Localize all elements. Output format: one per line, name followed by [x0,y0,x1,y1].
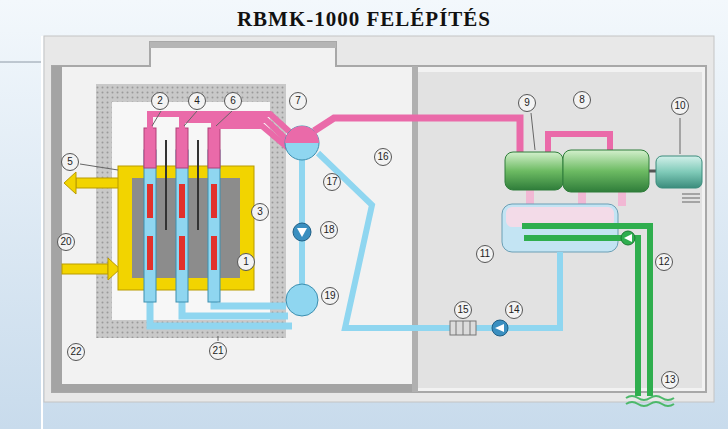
inlet-pipe [150,300,292,326]
callout-number: 11 [476,245,494,263]
callout-number: 17 [323,173,341,191]
inlet-pipe [182,300,288,316]
callout-number: 3 [251,203,269,221]
circulation-pump [293,223,311,241]
slide-rule [0,62,42,63]
callout-number: 8 [573,91,591,109]
pump-arrow [495,324,504,332]
building-wall [52,384,416,392]
cooling-water-pipe [522,226,650,396]
leader-line [216,111,232,126]
output-wire [682,194,700,195]
output-wire [682,202,700,203]
channel-steam [144,128,156,168]
callout-number: 1 [237,253,255,271]
callout-number: 12 [655,253,673,271]
leader-line [184,111,197,126]
reactor-cavity [112,102,270,320]
main-steam-line [314,118,520,152]
cooling-water-source [626,402,674,406]
turbine-exhaust [526,188,534,206]
callout-number: 7 [289,92,307,110]
callout-number: 5 [61,153,79,171]
slide-rule [41,36,43,429]
callout-number: 10 [671,97,689,115]
hp-turbine [505,152,563,190]
leader-line [531,113,535,150]
water-shield-pipe [76,178,120,188]
fuel-element [179,184,185,218]
feedwater-heater [450,321,476,335]
fuel-element [179,236,185,270]
callout-number: 14 [505,301,523,319]
callout-number: 15 [454,301,472,319]
steam-water-pipe [214,126,288,148]
cooling-pump [621,231,635,245]
lp-turbine [563,150,649,192]
leader-line [680,118,681,154]
callout-number: 4 [188,92,206,110]
flow-arrow [64,172,76,194]
fuel-element [147,236,153,270]
shaft [649,170,656,173]
pressure-header [286,284,318,316]
fuel-element [211,184,217,218]
steam-separator-drum [285,126,319,160]
leader-line [218,336,219,341]
water-shield-pipe [62,264,108,274]
inlet-pipe [214,300,286,306]
crossover-pipe [548,134,610,152]
callout-number: 6 [224,92,242,110]
cooling-water-pipe [524,238,638,396]
generator [656,156,702,188]
heater-stripe [463,321,464,335]
channel-tube [176,150,188,302]
control-rod [197,140,199,230]
channel-tube [144,150,156,302]
building-outline [52,42,706,392]
building-wall [52,66,62,392]
fuel-element [211,236,217,270]
fuel-element [147,184,153,218]
leader-line [80,164,118,170]
building-wall [150,42,336,48]
picture-panel [44,36,714,402]
output-wire [682,198,700,199]
feedwater-pump [492,320,508,336]
callout-number: 21 [209,342,227,360]
callout-number: 16 [374,148,392,166]
callout-number: 9 [518,94,536,112]
channel-tube [208,150,220,302]
pump-arrow [624,234,632,242]
callout-number: 20 [57,233,75,251]
callout-number: 19 [321,287,339,305]
heater-stripe [456,321,457,335]
control-rod [165,140,167,230]
cooling-water-source [626,396,674,400]
feedwater-line [318,153,560,328]
callout-number: 22 [67,343,85,361]
callout-number: 13 [661,371,679,389]
leader-line [152,111,161,126]
callout-number: 18 [320,221,338,239]
channel-steam [176,128,188,168]
diagram-title: RBMK-1000 FELÉPÍTÉS [0,7,728,32]
fuel-channel [144,128,220,302]
channel-steam [208,128,220,168]
heater-stripe [470,321,471,335]
pump-arrow [297,228,307,237]
callout-number: 2 [151,92,169,110]
